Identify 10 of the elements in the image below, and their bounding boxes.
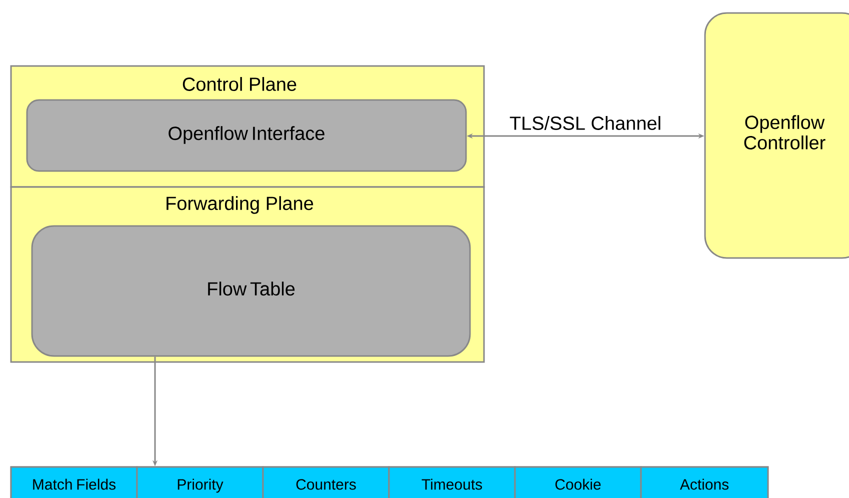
controller-box: Openflow Controller xyxy=(704,12,849,259)
table-cell: Timeouts xyxy=(388,466,516,498)
interface-box: Openflow Interface xyxy=(26,99,467,172)
edge-label: TLS/SSL Channel xyxy=(508,115,663,131)
table-cell: Cookie xyxy=(514,466,642,498)
table-cell: Priority xyxy=(136,466,264,498)
table-cell: Actions xyxy=(640,466,769,498)
flow-table-box: Flow Table xyxy=(31,225,471,357)
table-cell: Counters xyxy=(262,466,390,498)
table-cell: Match Fields xyxy=(10,466,138,498)
